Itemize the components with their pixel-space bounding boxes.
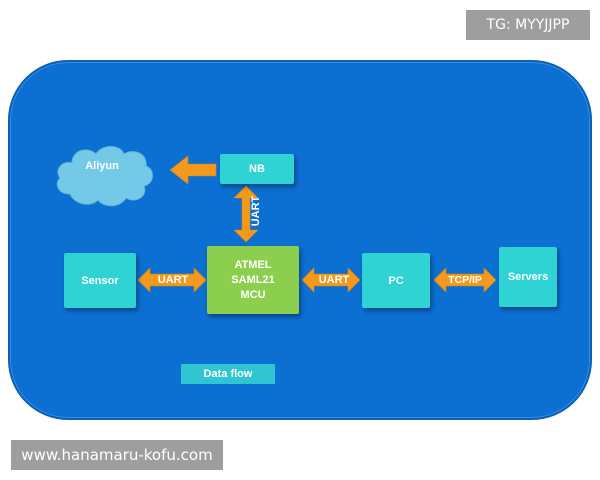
nb-node-label: NB bbox=[249, 163, 265, 175]
aliyun-cloud-shape bbox=[56, 146, 153, 207]
diagram-panel bbox=[8, 60, 592, 420]
tg-watermark-tag: TG: MYYJJPP bbox=[466, 10, 590, 40]
mcu-pc-edge-label: UART bbox=[318, 274, 350, 286]
servers-node: Servers bbox=[499, 247, 557, 307]
tg-watermark-text: TG: MYYJJPP bbox=[486, 17, 570, 33]
sensor-node-label: Sensor bbox=[81, 274, 119, 287]
aliyun-cloud-label: Aliyun bbox=[85, 160, 119, 172]
site-watermark-text: www.hanamaru-kofu.com bbox=[21, 446, 213, 464]
mcu-node-line2: SAML21 bbox=[231, 273, 275, 286]
mcu-pc-arrow bbox=[301, 267, 361, 293]
sensor-mcu-edge-label: UART bbox=[157, 274, 189, 286]
servers-node-label: Servers bbox=[507, 271, 549, 283]
pc-node-label: PC bbox=[388, 274, 404, 287]
mcu-node-line3: MCU bbox=[240, 288, 266, 301]
pc-node: PC bbox=[362, 253, 430, 308]
mcu-node: ATMEL SAML21 MCU bbox=[207, 246, 299, 314]
site-watermark-tag: www.hanamaru-kofu.com bbox=[11, 440, 223, 470]
pc-servers-arrow bbox=[433, 267, 497, 293]
data-flow-legend: Data flow bbox=[181, 364, 275, 384]
mcu-nb-edge-label: UART bbox=[250, 195, 262, 227]
mcu-nb-arrow bbox=[233, 185, 259, 243]
sensor-mcu-arrow bbox=[137, 267, 207, 293]
pc-servers-edge-label: TCP/IP bbox=[448, 274, 482, 286]
sensor-node: Sensor bbox=[64, 253, 136, 308]
mcu-node-line1: ATMEL bbox=[234, 258, 272, 271]
nb-node: NB bbox=[220, 154, 294, 184]
nb-to-aliyun-arrow bbox=[169, 155, 217, 185]
